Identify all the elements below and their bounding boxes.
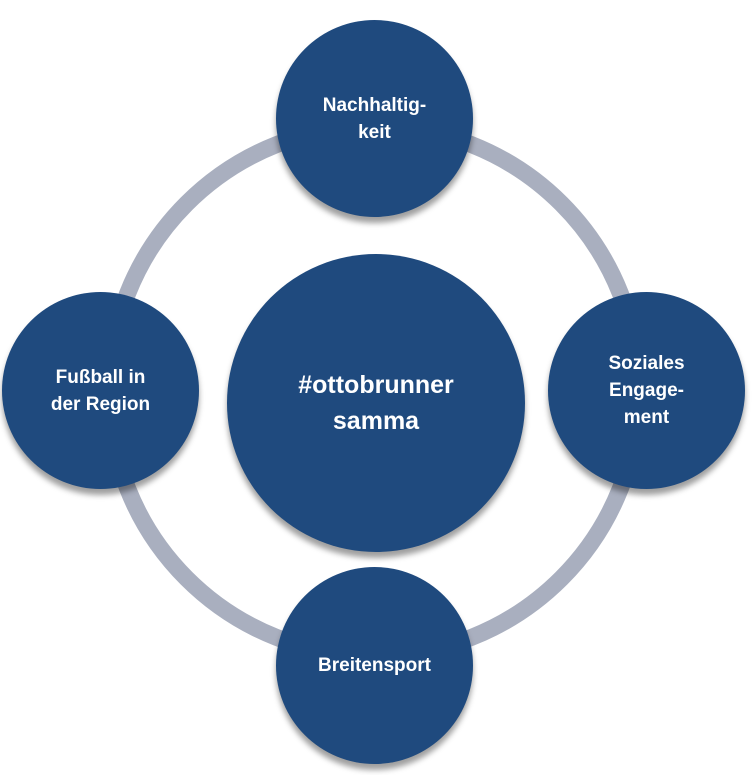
node-breitensport-label: Breitensport	[318, 655, 431, 676]
node-nachhaltigkeit: Nachhaltig- keit	[276, 20, 473, 217]
node-breitensport: Breitensport	[276, 567, 473, 764]
node-fussball-in-der-region: Fußball in der Region	[2, 292, 199, 489]
center-node: #ottobrunner samma	[227, 254, 525, 552]
node-soziales-engagement: Soziales Engage- ment	[548, 292, 745, 489]
node-nachhaltigkeit-label: Nachhaltig- keit	[322, 94, 427, 143]
center-node-label: #ottobrunner samma	[298, 371, 454, 435]
node-fussball-in-der-region-label: Fußball in der Region	[50, 366, 151, 415]
node-soziales-engagement-label: Soziales Engage- ment	[608, 353, 685, 428]
